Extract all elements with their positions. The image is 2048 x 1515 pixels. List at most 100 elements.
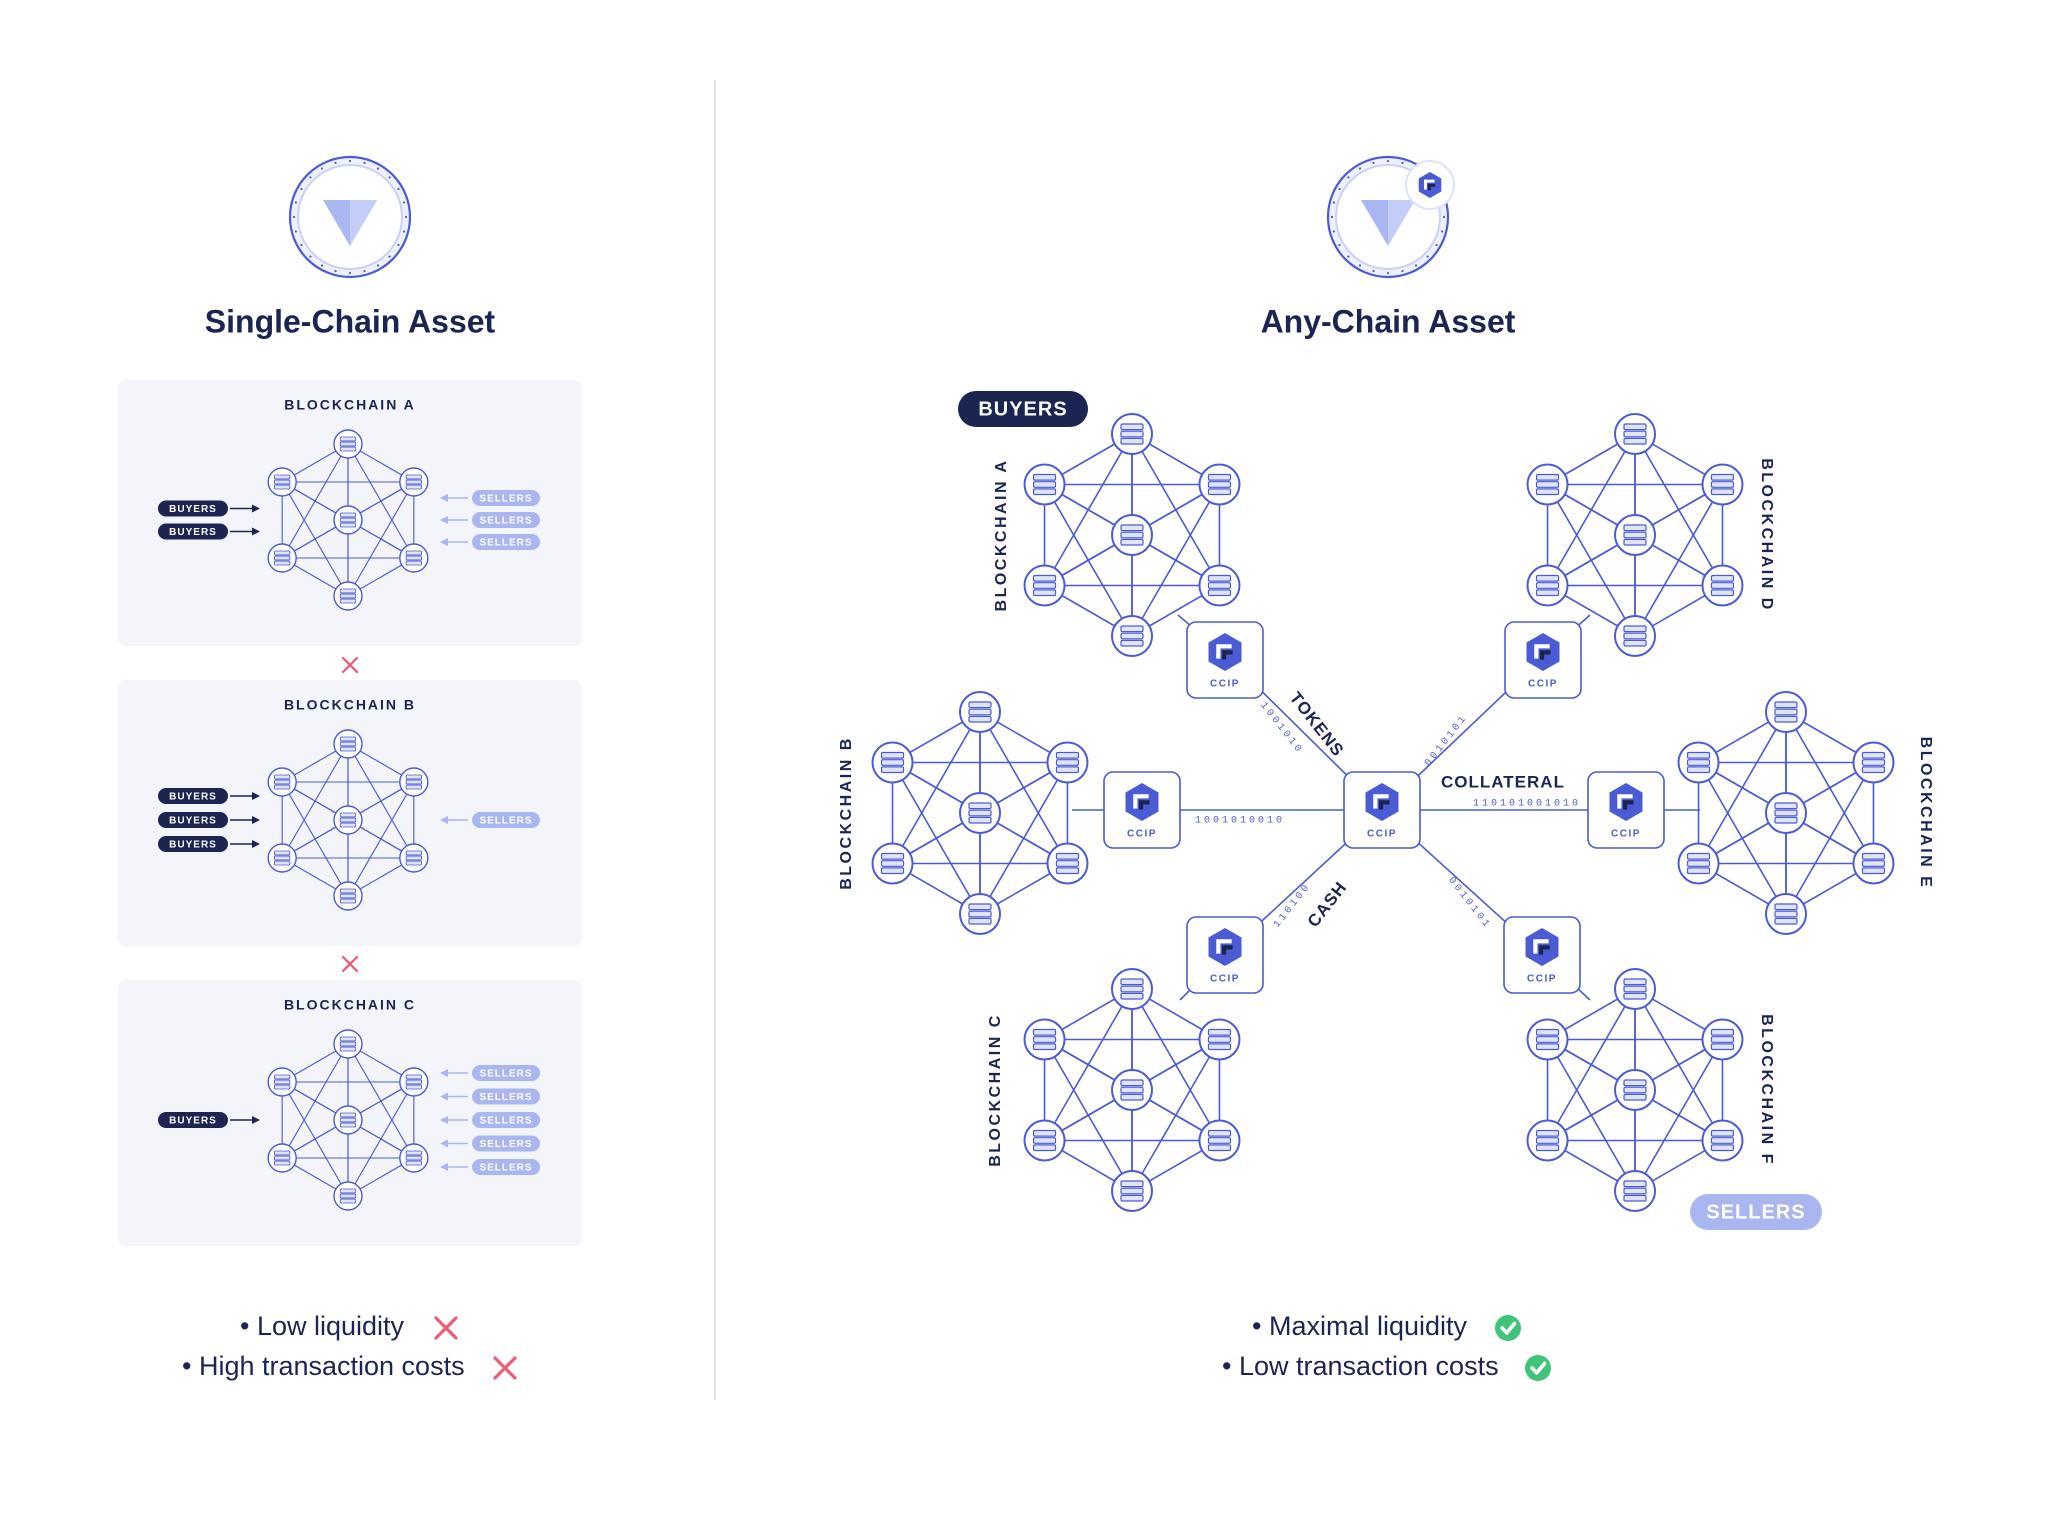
server-node-icon <box>399 767 429 797</box>
any-chain-title: Any-Chain Asset <box>1261 303 1516 339</box>
buyers-pill: BUYERS <box>158 523 228 540</box>
server-node-icon <box>1023 463 1066 506</box>
blockchain-panel: BLOCKCHAIN ABUYERSBUYERSSELLERSSELLERSSE… <box>118 380 582 646</box>
panel-title: BLOCKCHAIN C <box>284 997 416 1013</box>
arrow-head-icon <box>440 516 448 524</box>
blockchain-label: BLOCKCHAIN F <box>1758 1014 1775 1166</box>
server-node-icon <box>1701 1119 1744 1162</box>
server-node-icon <box>333 429 363 459</box>
sellers-pill: SELLERS <box>472 1112 540 1128</box>
buyers-pill-label: BUYERS <box>169 840 217 851</box>
server-node-icon <box>399 543 429 573</box>
single-chain-bullets: • Low liquidity • High transaction costs <box>182 1311 517 1381</box>
bullet-text: • High transaction costs <box>182 1351 465 1381</box>
sellers-pill-label: SELLERS <box>479 494 532 505</box>
arrow-head-icon <box>440 1139 448 1148</box>
server-node-icon <box>399 467 429 497</box>
buyers-pill-label: BUYERS <box>169 1116 217 1127</box>
server-node-icon <box>1526 564 1569 607</box>
panel-title: BLOCKCHAIN B <box>284 697 416 713</box>
server-node-icon <box>1111 968 1153 1010</box>
asset-coin-icon <box>288 155 412 279</box>
server-node-icon <box>1111 1069 1153 1111</box>
server-node-icon <box>1046 741 1089 784</box>
arrow-head-icon <box>252 840 260 848</box>
green-check-icon <box>1525 1355 1551 1381</box>
arrow-head-icon <box>252 1116 260 1124</box>
server-node-icon <box>1701 463 1744 506</box>
green-check-icon <box>1495 1315 1521 1341</box>
server-node-icon <box>1852 741 1895 784</box>
server-node-icon <box>333 1181 363 1211</box>
bullet-text: • Low liquidity <box>240 1311 405 1341</box>
sellers-pill: SELLERS <box>1690 1194 1822 1230</box>
blockchain-network <box>1526 968 1744 1212</box>
sellers-pill-label: SELLERS <box>479 1069 532 1080</box>
sellers-pill-label: SELLERS <box>479 816 532 827</box>
buyers-pill: BUYERS <box>158 1112 228 1128</box>
server-node-icon <box>267 543 297 573</box>
server-node-icon <box>1765 893 1807 935</box>
ccip-label: CCIP <box>1611 829 1641 840</box>
ccip-label: CCIP <box>1210 974 1240 985</box>
arrow-head-icon <box>252 504 260 513</box>
server-node-icon <box>959 792 1001 834</box>
server-node-icon <box>1526 1119 1569 1162</box>
blockchain-label: BLOCKCHAIN E <box>1917 737 1934 890</box>
sellers-pill: SELLERS <box>472 1135 540 1152</box>
blockchain-network <box>871 691 1089 935</box>
sellers-pill: SELLERS <box>472 1088 540 1105</box>
blockchain-label: BLOCKCHAIN D <box>1758 458 1775 612</box>
server-node-icon <box>1614 514 1656 556</box>
chainlink-logo-icon <box>1125 783 1159 821</box>
flow-label: COLLATERAL <box>1441 772 1565 791</box>
blockchain-label: BLOCKCHAIN A <box>993 459 1010 612</box>
server-node-icon <box>399 1067 429 1097</box>
server-node-icon <box>1111 615 1153 657</box>
server-node-icon <box>1023 1018 1066 1061</box>
server-node-icon <box>267 767 297 797</box>
server-node-icon <box>959 691 1001 733</box>
panel-title: BLOCKCHAIN A <box>284 397 416 413</box>
arrow-head-icon <box>440 538 448 546</box>
sellers-pill-label: SELLERS <box>1706 1201 1805 1223</box>
blockchain-label: BLOCKCHAIN C <box>987 1013 1004 1167</box>
sellers-pill-label: SELLERS <box>479 1116 532 1127</box>
chainlink-logo-icon <box>1208 928 1242 966</box>
server-node-icon <box>267 1067 297 1097</box>
single-chain-title: Single-Chain Asset <box>205 303 496 339</box>
arrow-head-icon <box>440 494 448 502</box>
sellers-pill-label: SELLERS <box>479 1092 532 1103</box>
blockchain-network <box>267 429 429 611</box>
sellers-pill: SELLERS <box>472 812 540 828</box>
sellers-pill-label: SELLERS <box>479 538 532 549</box>
server-node-icon <box>1614 1069 1656 1111</box>
blockchain-network <box>1526 413 1744 657</box>
ccip-node: CCIP <box>1503 916 1581 994</box>
sellers-pill: SELLERS <box>472 490 540 506</box>
server-node-icon <box>959 893 1001 935</box>
asset-coin-icon <box>1326 155 1455 279</box>
server-node-icon <box>871 842 914 885</box>
blockchain-network <box>1023 413 1241 657</box>
server-node-icon <box>1198 1119 1241 1162</box>
arrow-head-icon <box>440 1092 448 1101</box>
flow-bits: 110101001010 <box>1473 799 1581 810</box>
cross-icon <box>341 955 359 973</box>
server-node-icon <box>1111 514 1153 556</box>
buyers-pill-label: BUYERS <box>978 398 1067 420</box>
server-node-icon <box>1765 792 1807 834</box>
ccip-node: CCIP <box>1103 771 1181 849</box>
ccip-label: CCIP <box>1210 679 1240 690</box>
server-node-icon <box>1614 615 1656 657</box>
server-node-icon <box>399 1143 429 1173</box>
server-node-icon <box>1023 564 1066 607</box>
any-chain-bullets: • Maximal liquidity• Low transaction cos… <box>1222 1311 1551 1381</box>
arrow-head-icon <box>440 1163 448 1171</box>
server-node-icon <box>1023 1119 1066 1162</box>
chainlink-logo-icon <box>1609 783 1643 821</box>
server-node-icon <box>267 1143 297 1173</box>
chainlink-logo-icon <box>1208 633 1242 671</box>
